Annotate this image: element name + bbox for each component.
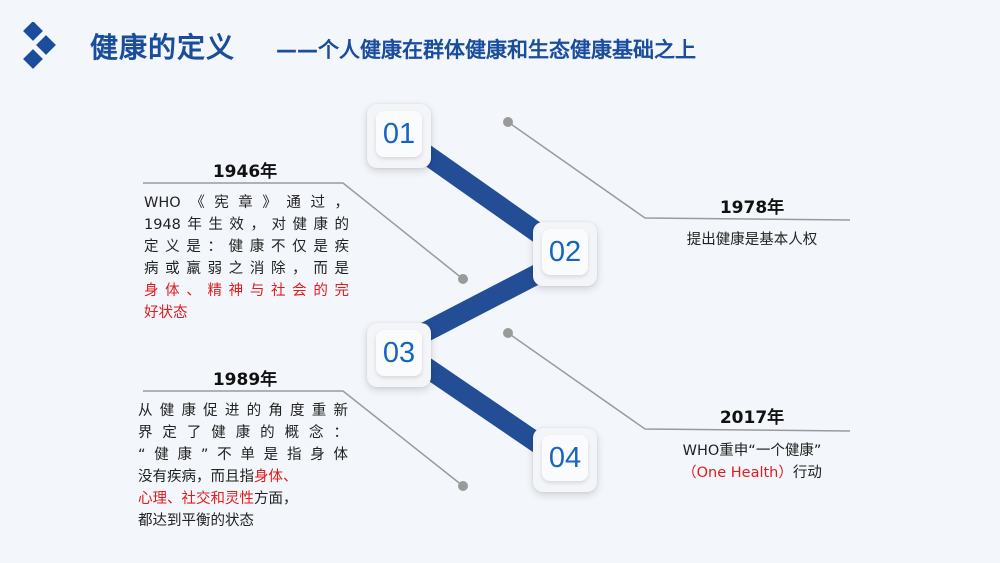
step-box-04: 04 — [533, 428, 597, 492]
desc-highlight: 好状态 — [144, 305, 188, 321]
step-number: 03 — [376, 330, 422, 376]
event-2017-year: 2017年 — [719, 408, 785, 428]
event-1989-year: 1989年 — [212, 370, 278, 390]
event-2017-description: WHO重申“一个健康” （One Health）行动 — [642, 440, 862, 484]
step-number: 01 — [376, 111, 422, 157]
desc-line: 都达到平衡的状态 — [138, 513, 254, 529]
desc-line: 从健康促进的角度重新 — [138, 403, 348, 419]
diamond-cluster-icon — [23, 22, 56, 69]
desc-line: WHO重申“一个健康” — [682, 443, 822, 459]
event-1946-year: 1946年 — [212, 162, 278, 182]
event-1978-description: 提出健康是基本人权 — [686, 232, 818, 248]
desc-line: 心理、社交和灵性方面， — [138, 488, 348, 510]
step-number: 02 — [542, 229, 588, 275]
step-box-01: 01 — [367, 104, 431, 168]
desc-highlight: （One Health） — [682, 465, 793, 481]
desc-line: WHO《宪章》通过， — [144, 195, 349, 211]
step-number: 04 — [542, 435, 588, 481]
desc-text: 行动 — [792, 465, 822, 481]
step-box-03: 03 — [367, 323, 431, 387]
event-1989-description: 从健康促进的角度重新 界定了健康的概念： “健康”不单是指身体 没有疾病，而且指… — [138, 400, 348, 532]
desc-line: 病或羸弱之消除，而是 — [144, 261, 349, 277]
event-1946-description: WHO《宪章》通过， 1948年生效，对健康的 定义是：健康不仅是疾 病或羸弱之… — [144, 192, 349, 324]
desc-line: 没有疾病，而且指身体、 — [138, 466, 348, 488]
desc-line: （One Health）行动 — [642, 462, 862, 484]
desc-highlight: 身体、 — [254, 469, 298, 485]
page-title: 健康的定义 — [90, 31, 236, 64]
desc-line: “健康”不单是指身体 — [138, 447, 348, 463]
page-subtitle: ——个人健康在群体健康和生态健康基础之上 — [276, 38, 696, 62]
step-box-02: 02 — [533, 222, 597, 286]
desc-highlight: 心理、社交和灵性 — [138, 491, 254, 507]
event-1978-year: 1978年 — [719, 198, 785, 218]
desc-text: 方面， — [254, 491, 298, 507]
desc-line: 定义是：健康不仅是疾 — [144, 239, 349, 255]
desc-text: 没有疾病，而且指 — [138, 469, 254, 485]
desc-line: 1948年生效，对健康的 — [144, 217, 349, 233]
desc-line: 界定了健康的概念： — [138, 425, 348, 441]
desc-highlight: 身体、精神与社会的完 — [144, 283, 349, 299]
